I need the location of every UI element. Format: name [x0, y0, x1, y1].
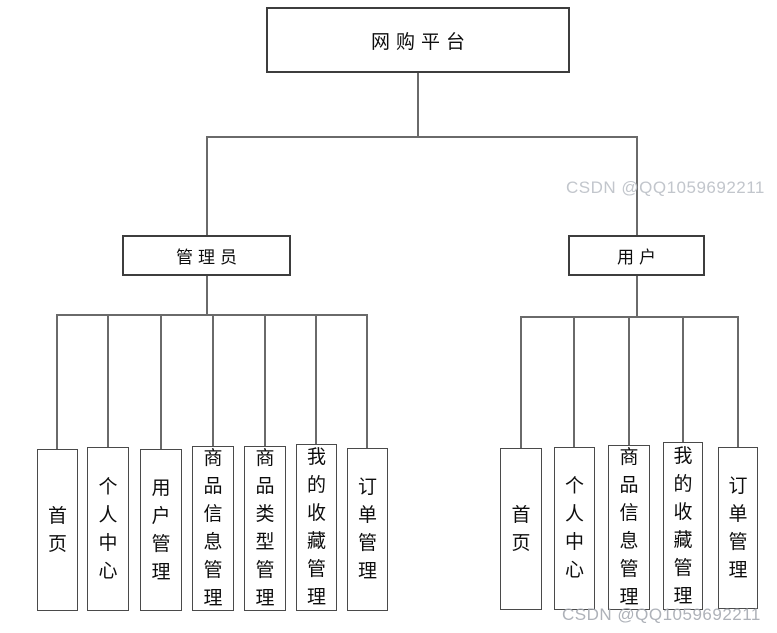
connector-line — [636, 275, 638, 318]
connector-line — [573, 316, 575, 448]
connector-line — [212, 314, 214, 447]
connector-line — [520, 316, 522, 449]
connector-line — [315, 314, 317, 445]
leaf-admin-product-type: 商品类型管理 — [244, 446, 286, 611]
csdn-watermark: CSDN @QQ1059692211 — [562, 605, 761, 624]
connector-line — [160, 314, 162, 450]
connector-line — [206, 275, 208, 316]
leaf-user-product-info: 商品信息管理 — [608, 445, 650, 610]
connector-line — [628, 316, 630, 446]
connector-line — [206, 136, 208, 236]
connector-line — [206, 136, 638, 138]
leaf-admin-personal-center: 个人中心 — [87, 447, 129, 611]
node-platform: 网购平台 — [266, 7, 570, 73]
connector-line — [737, 316, 739, 448]
connector-line — [682, 316, 684, 443]
leaf-user-home: 首页 — [500, 448, 542, 610]
connector-line — [56, 314, 58, 450]
leaf-admin-favorites: 我的收藏管理 — [296, 444, 337, 611]
csdn-watermark: CSDN @QQ1059692211 — [566, 178, 765, 197]
leaf-user-personal-center: 个人中心 — [554, 447, 595, 610]
leaf-admin-user-mgmt: 用户管理 — [140, 449, 182, 611]
leaf-user-favorites: 我的收藏管理 — [663, 442, 703, 610]
node-user: 用户 — [568, 235, 705, 276]
connector-line — [366, 314, 368, 449]
connector-line — [636, 136, 638, 236]
leaf-admin-orders: 订单管理 — [347, 448, 388, 611]
leaf-admin-home: 首页 — [37, 449, 78, 611]
leaf-user-orders: 订单管理 — [718, 447, 758, 609]
leaf-admin-product-info: 商品信息管理 — [192, 446, 234, 611]
connector-line — [264, 314, 266, 447]
connector-line — [417, 72, 419, 137]
node-admin: 管理员 — [122, 235, 291, 276]
connector-line — [107, 314, 109, 448]
